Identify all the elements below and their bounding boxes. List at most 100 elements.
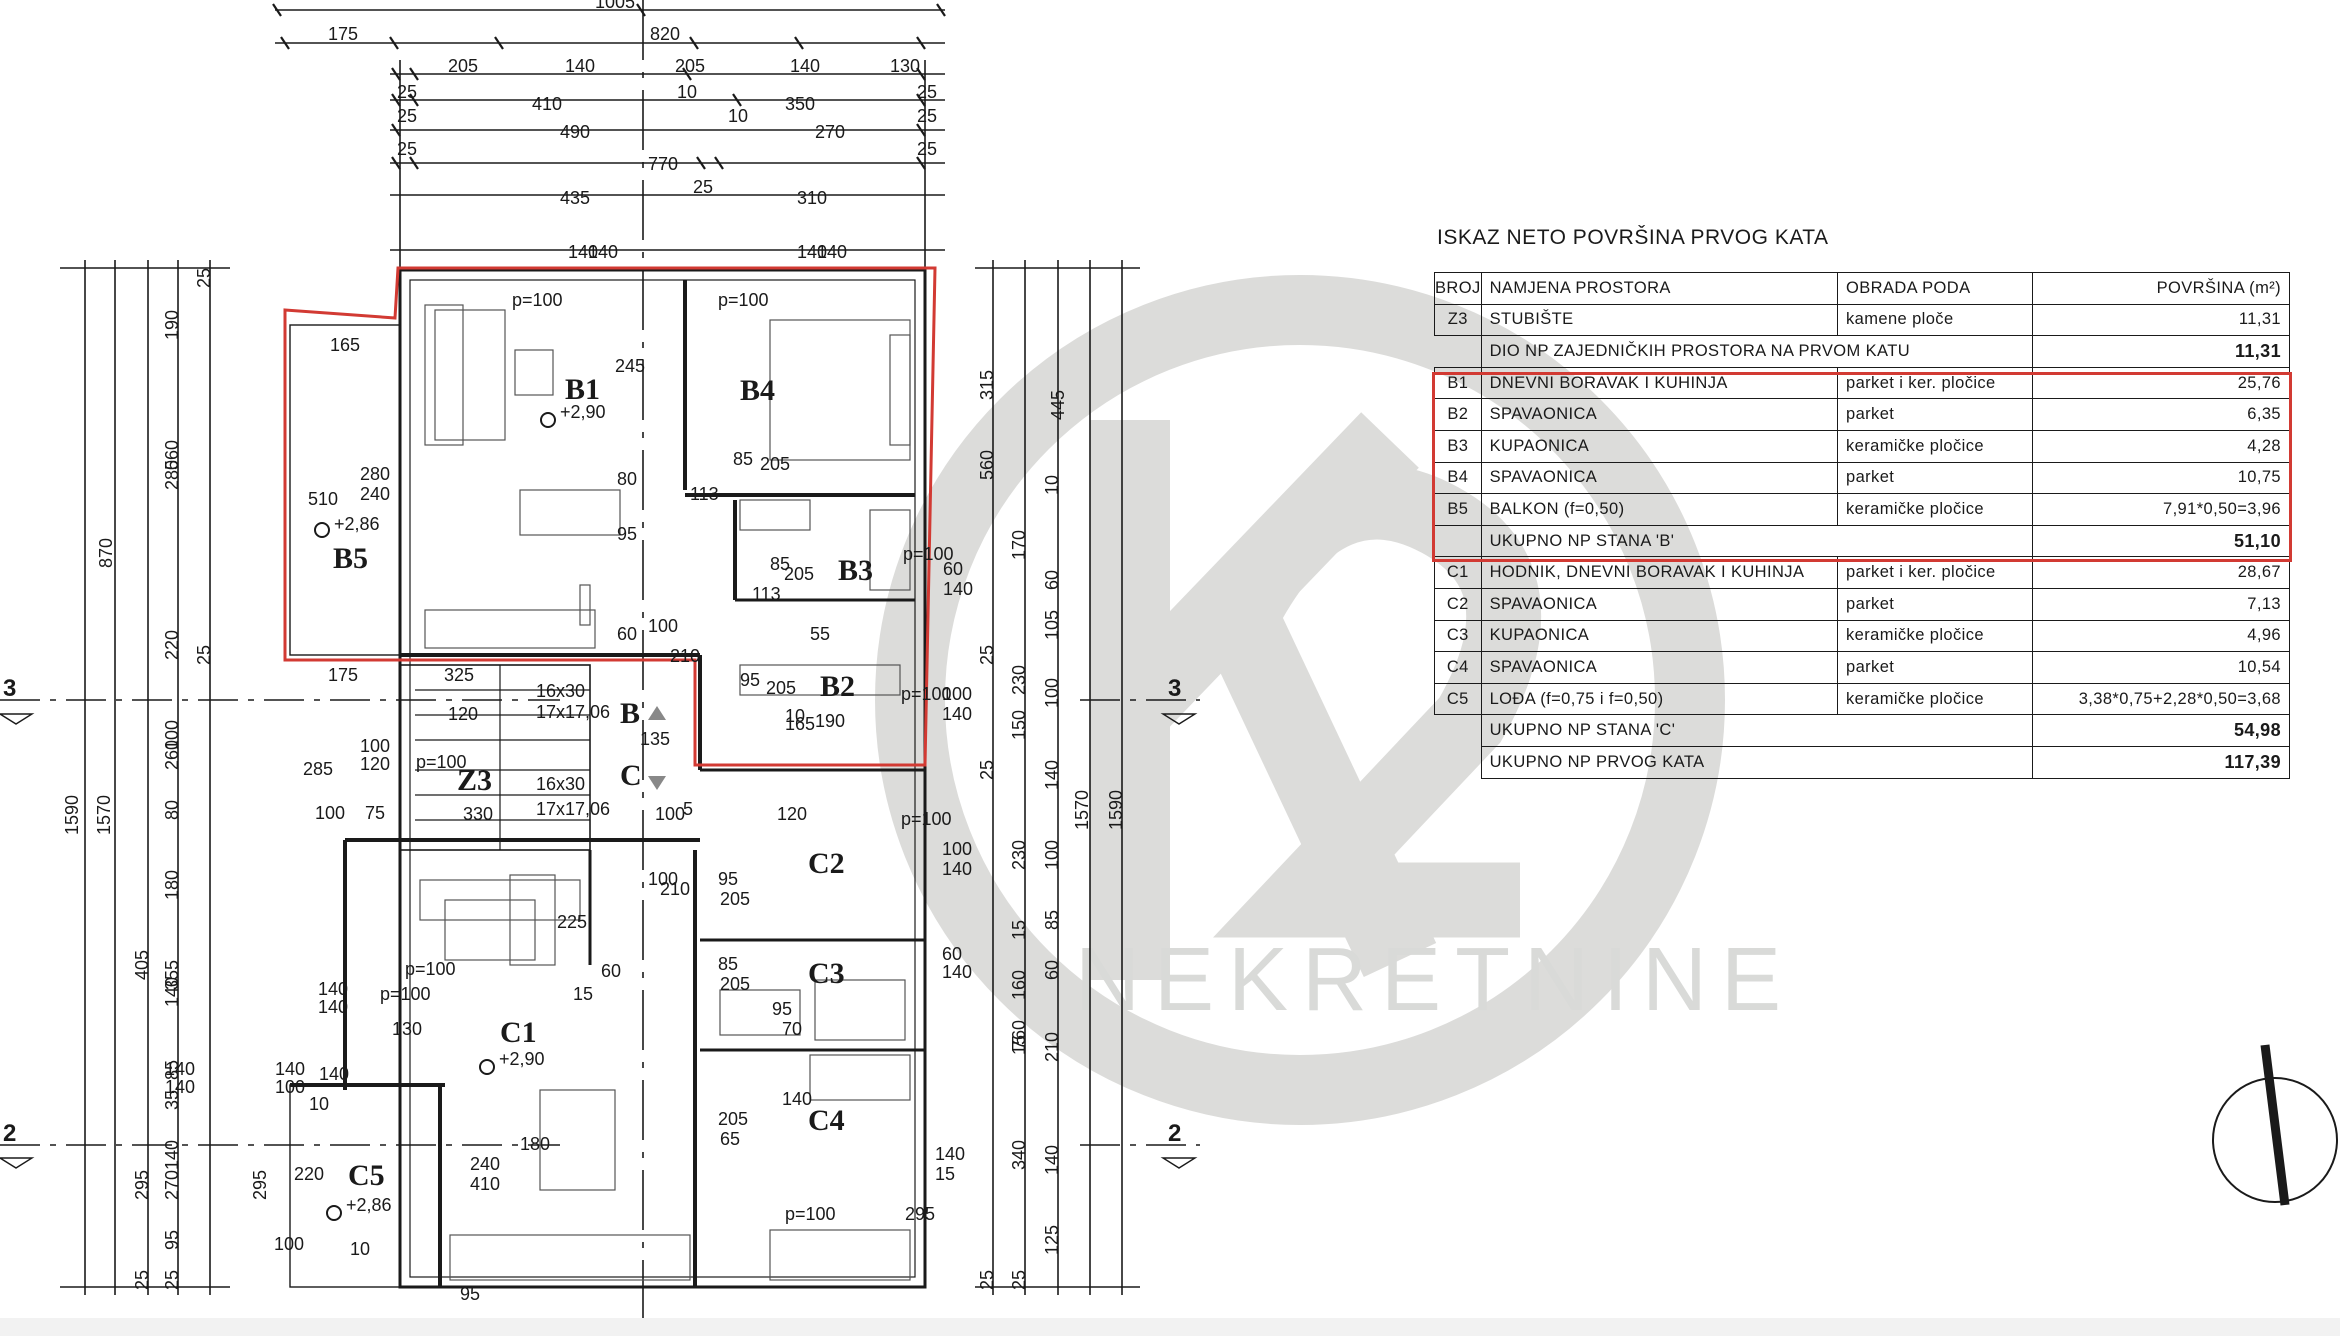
dimension-label: 190 [162, 310, 182, 340]
table-row: B2 SPAVAONICA parket 6,35 [1434, 398, 2290, 431]
dimension-label: 140 [942, 704, 972, 724]
dimension-label: 100 [648, 869, 678, 889]
room-label-c3: C3 [808, 957, 845, 990]
row-purpose: BALKON (f=0,50) [1480, 493, 1839, 526]
dimension-label: 25 [693, 177, 713, 197]
dimension-label: 25 [977, 645, 997, 665]
dimension-label: 75 [365, 803, 385, 823]
dimension-label: 175 [328, 24, 358, 44]
row-purpose: SPAVAONICA [1480, 587, 1839, 621]
row-num [1434, 525, 1482, 557]
room-label-b2: B2 [820, 670, 855, 703]
dimension-label: 17x17,06 [536, 799, 610, 819]
dimension-label: 820 [650, 24, 680, 44]
dimension-label: 100 [942, 839, 972, 859]
row-num [1434, 335, 1482, 368]
dimension-label: p=100 [901, 809, 952, 829]
dimension-label: 60 [943, 559, 963, 579]
dimension-label: 280 [360, 464, 390, 484]
dimension-label: 60 [617, 624, 637, 644]
dimension-label: 140 [162, 977, 182, 1007]
dimension-label: 113 [752, 584, 781, 604]
row-purpose: DIO NP ZAJEDNIČKIH PROSTORA NA PRVOM KAT… [1480, 335, 2034, 368]
dimension-label: 445 [1048, 390, 1068, 420]
dimension-label: p=100 [405, 959, 456, 979]
dimension-label: 140 [817, 242, 847, 262]
dimension-label: 140 [1042, 1145, 1062, 1175]
dimension-label: 295 [905, 1204, 935, 1224]
dimension-label: 95 [718, 869, 738, 889]
building-walls [289, 268, 927, 1289]
dimension-label: p=100 [901, 684, 952, 704]
dimension-label: 205 [784, 564, 814, 584]
dimension-label: 295 [250, 1170, 270, 1200]
dimension-label: p=100 [718, 290, 769, 310]
dimension-label: 140 [319, 1064, 349, 1084]
entrance-label-b: B [620, 697, 640, 730]
dimension-label: 230 [1009, 665, 1029, 695]
dimension-label: 85 [162, 1060, 182, 1080]
dimension-label: 10 [1042, 475, 1062, 495]
table-row: UKUPNO NP STANA 'C' 54,98 [1434, 714, 2290, 747]
dimension-label: 25 [917, 106, 937, 126]
room-label-b4: B4 [740, 374, 775, 407]
dimension-label: 100 [1042, 840, 1062, 870]
dimension-label: 140 [942, 859, 972, 879]
row-purpose: UKUPNO NP STANA 'C' [1480, 714, 2034, 747]
dimension-label: 205 [720, 889, 750, 909]
dimension-label: 205 [675, 56, 705, 76]
dimension-label: 140 [935, 1144, 965, 1164]
row-floor: kamene ploče [1837, 303, 2033, 337]
row-purpose: KUPAONICA [1480, 429, 1839, 463]
room-label-b3: B3 [838, 554, 873, 587]
dimension-label: 60 [942, 944, 962, 964]
dimension-label: 205 [760, 454, 790, 474]
dimension-label: 15 [1009, 920, 1029, 940]
dimension-label: 85 [733, 449, 753, 469]
row-area: 117,39 [2032, 745, 2290, 779]
dimension-label: 25 [1009, 1270, 1029, 1290]
dimension-label: 225 [557, 912, 587, 932]
row-purpose: UKUPNO NP STANA 'B' [1480, 524, 2034, 558]
dimension-label: 140 [568, 242, 598, 262]
row-purpose: STUBIŠTE [1480, 303, 1839, 337]
dimension-label: 285 [303, 759, 333, 779]
dimension-label: 70 [782, 1019, 802, 1039]
dimension-label: 95 [740, 670, 760, 690]
dimension-label: 205 [718, 1109, 748, 1129]
dimension-label: 140 [797, 242, 827, 262]
dimension-label: 220 [162, 630, 182, 660]
row-floor: keramičke pločice [1837, 493, 2033, 526]
row-area: 7,13 [2032, 587, 2290, 621]
dimension-label: 16x30 [536, 681, 585, 701]
dimension-label: 210 [660, 879, 690, 899]
dimension-label: 100 [360, 736, 390, 756]
apartment-b-highlight [283, 266, 937, 767]
dimension-label: 240 [360, 484, 390, 504]
dimension-label: 15 [1009, 1035, 1029, 1055]
dimension-label: 760 [1009, 1020, 1029, 1050]
dimension-label: 130 [392, 1019, 422, 1039]
dimension-label: 85 [1042, 910, 1062, 930]
dimension-label: 490 [560, 122, 590, 142]
dimension-label: 1590 [1106, 790, 1126, 830]
dimension-label: 100 [274, 1234, 304, 1254]
dimension-label: 1590 [62, 795, 82, 835]
dimension-label: 25 [917, 82, 937, 102]
row-num: B3 [1434, 429, 1482, 463]
dimension-label: 140 [565, 56, 595, 76]
dimension-label: 1570 [1072, 790, 1092, 830]
room-labels: B1 B4 B3 B2 B5 Z3 B C C2 C3 C4 C1 C5 [333, 373, 873, 1192]
area-table: BROJ NAMJENA PROSTORA OBRADA PODA POVRŠI… [1434, 272, 2290, 779]
table-header-row: BROJ NAMJENA PROSTORA OBRADA PODA POVRŠI… [1434, 272, 2290, 305]
dimension-label: 280 [162, 460, 182, 490]
dimension-label: 205 [448, 56, 478, 76]
dimension-label: 100 [1042, 678, 1062, 708]
header-area: POVRŠINA (m²) [2032, 272, 2290, 305]
dimension-label: 355 [162, 960, 182, 990]
dimension-label: 160 [1009, 970, 1029, 1000]
section-mark-3-right: 3 [1168, 675, 1181, 702]
level-b5: +2,86 [334, 514, 380, 534]
room-label-c2: C2 [808, 847, 845, 880]
